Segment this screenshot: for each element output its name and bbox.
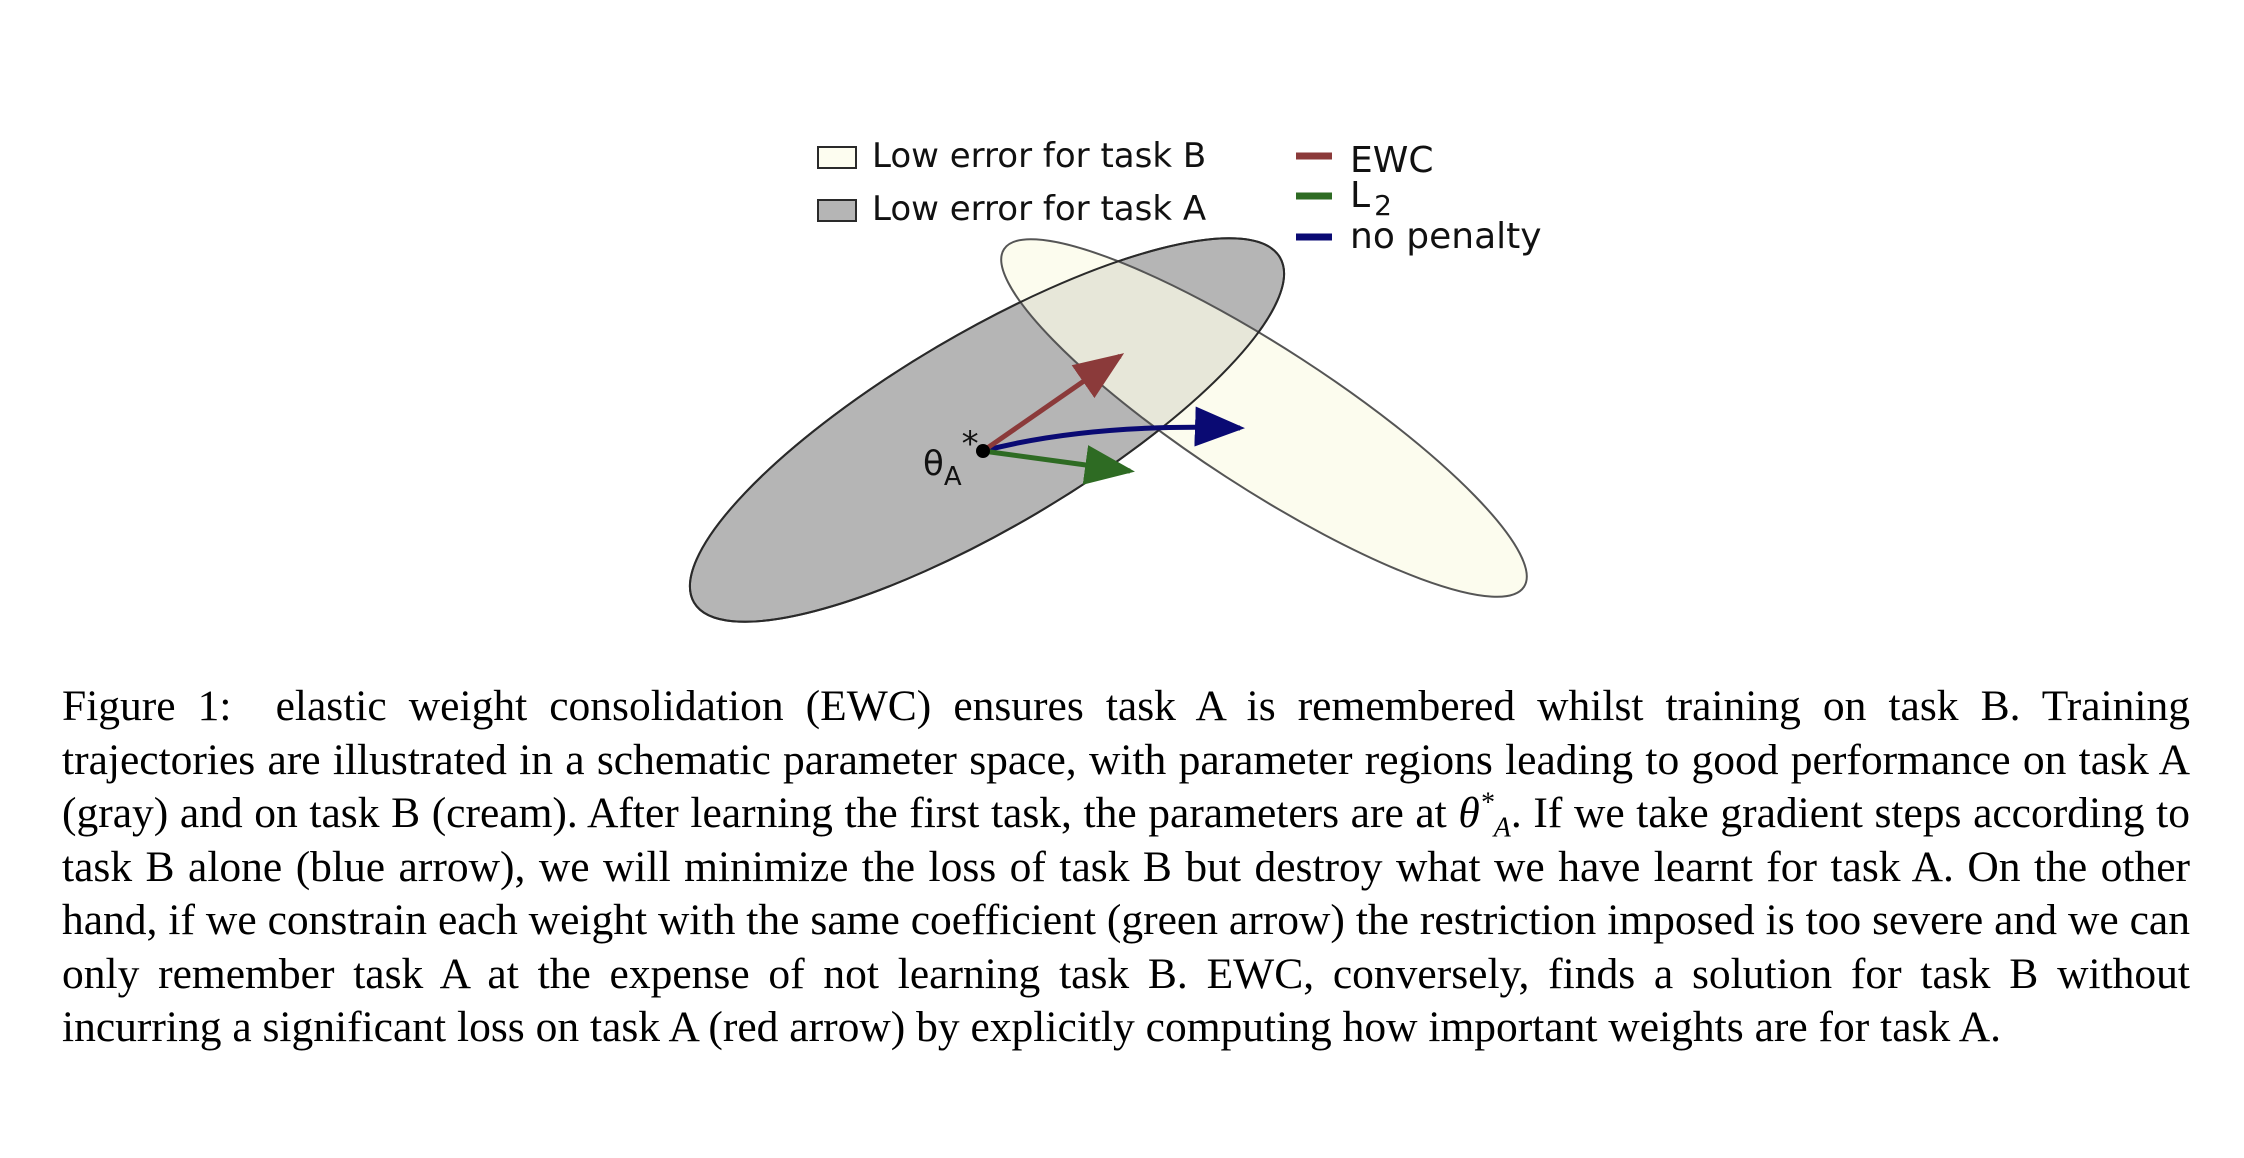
legend-label-l2-subscript: 2 bbox=[1374, 189, 1392, 222]
legend-label-l2-base: L bbox=[1350, 175, 1370, 216]
l2-arrow bbox=[982, 445, 1135, 485]
legend-label-ewc: EWC bbox=[1350, 140, 1433, 181]
legend-label-task-b: Low error for task B bbox=[872, 136, 1206, 176]
theta-subscript: A bbox=[944, 462, 962, 492]
caption-theta-a-star: θ*A bbox=[1458, 787, 1510, 842]
region-task-a-outline bbox=[688, 237, 1286, 623]
ewc-arrow bbox=[981, 353, 1125, 454]
no-penalty-arrow bbox=[982, 406, 1245, 454]
theta-a-star-label: θA* bbox=[923, 424, 979, 492]
legend-swatch-task-a bbox=[817, 199, 857, 222]
figure-caption: Figure 1: elastic weight consolidation (… bbox=[62, 680, 2190, 1055]
theta-symbol: θ bbox=[923, 444, 944, 484]
caption-theta-sup: * bbox=[1479, 787, 1494, 819]
legend-swatch-task-b bbox=[817, 146, 857, 169]
theta-a-star-point bbox=[976, 444, 990, 458]
legend-label-task-a: Low error for task A bbox=[872, 189, 1206, 229]
region-legend: Low error for task B Low error for task … bbox=[817, 136, 1206, 229]
theta-superscript: * bbox=[962, 424, 979, 464]
ewc-schematic-figure: θA* Low error for task B Low error for t… bbox=[688, 136, 1542, 623]
region-task-b bbox=[1000, 238, 1528, 598]
caption-text-part1: elastic weight consolidation (EWC) ensur… bbox=[62, 682, 2190, 837]
legend-label-no-penalty: no penalty bbox=[1350, 216, 1542, 257]
caption-theta-symbol: θ bbox=[1458, 789, 1480, 837]
caption-label: Figure 1: bbox=[62, 682, 232, 730]
caption-theta-sub: A bbox=[1493, 812, 1511, 844]
caption-text-part2: . If we take gradient steps according to… bbox=[62, 789, 2191, 1051]
